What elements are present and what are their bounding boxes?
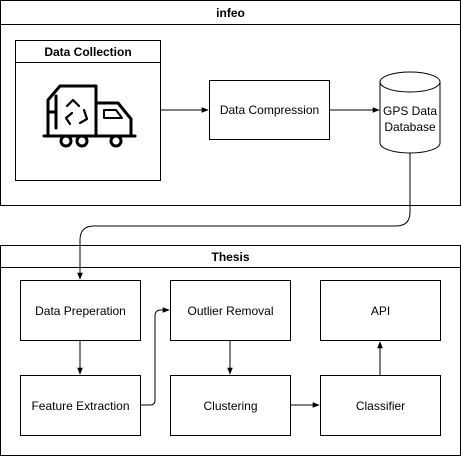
classifier-box: Classifier (320, 375, 441, 436)
gps-database-label: GPS Data Database (380, 103, 440, 135)
data-collection-title: Data Collection (16, 41, 160, 63)
gps-database-line2: Database (384, 120, 436, 134)
gps-database-line1: GPS Data (382, 104, 438, 118)
clustering-box: Clustering (170, 375, 291, 436)
outlier-removal-box: Outlier Removal (170, 280, 291, 341)
api-box: API (320, 280, 441, 341)
data-preparation-box: Data Preperation (20, 280, 141, 341)
infeo-title: infeo (1, 1, 460, 25)
thesis-title: Thesis (1, 246, 460, 268)
feature-extraction-box: Feature Extraction (20, 375, 141, 436)
data-collection-card: Data Collection (15, 40, 161, 181)
data-compression-box: Data Compression (209, 80, 330, 140)
